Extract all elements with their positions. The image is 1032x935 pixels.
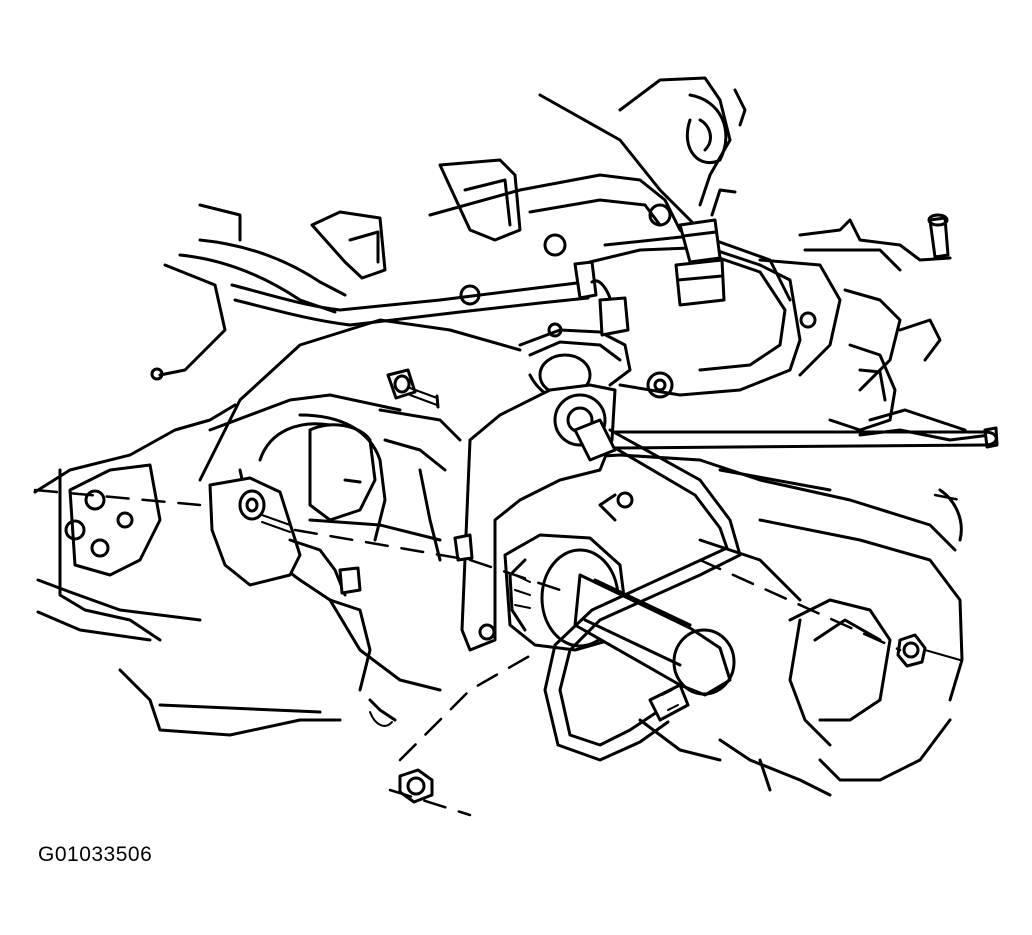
right-linkage bbox=[758, 213, 999, 449]
sensor-switch bbox=[590, 188, 737, 337]
left-mount-bracket bbox=[33, 403, 342, 737]
transmission-case bbox=[198, 318, 964, 797]
left-upper-bolt bbox=[386, 368, 440, 409]
top-brackets bbox=[310, 76, 747, 280]
hydraulic-line bbox=[543, 418, 998, 762]
center-stud bbox=[453, 533, 474, 562]
figure-id-label: G01033506 bbox=[38, 843, 153, 866]
upper-hoses bbox=[150, 203, 598, 381]
slave-cylinder bbox=[503, 533, 736, 697]
right-nut bbox=[896, 633, 961, 668]
bell-housing bbox=[208, 476, 442, 727]
alignment-lines bbox=[33, 488, 962, 817]
lower-left-nut bbox=[398, 768, 434, 804]
upper-housing bbox=[428, 173, 817, 403]
